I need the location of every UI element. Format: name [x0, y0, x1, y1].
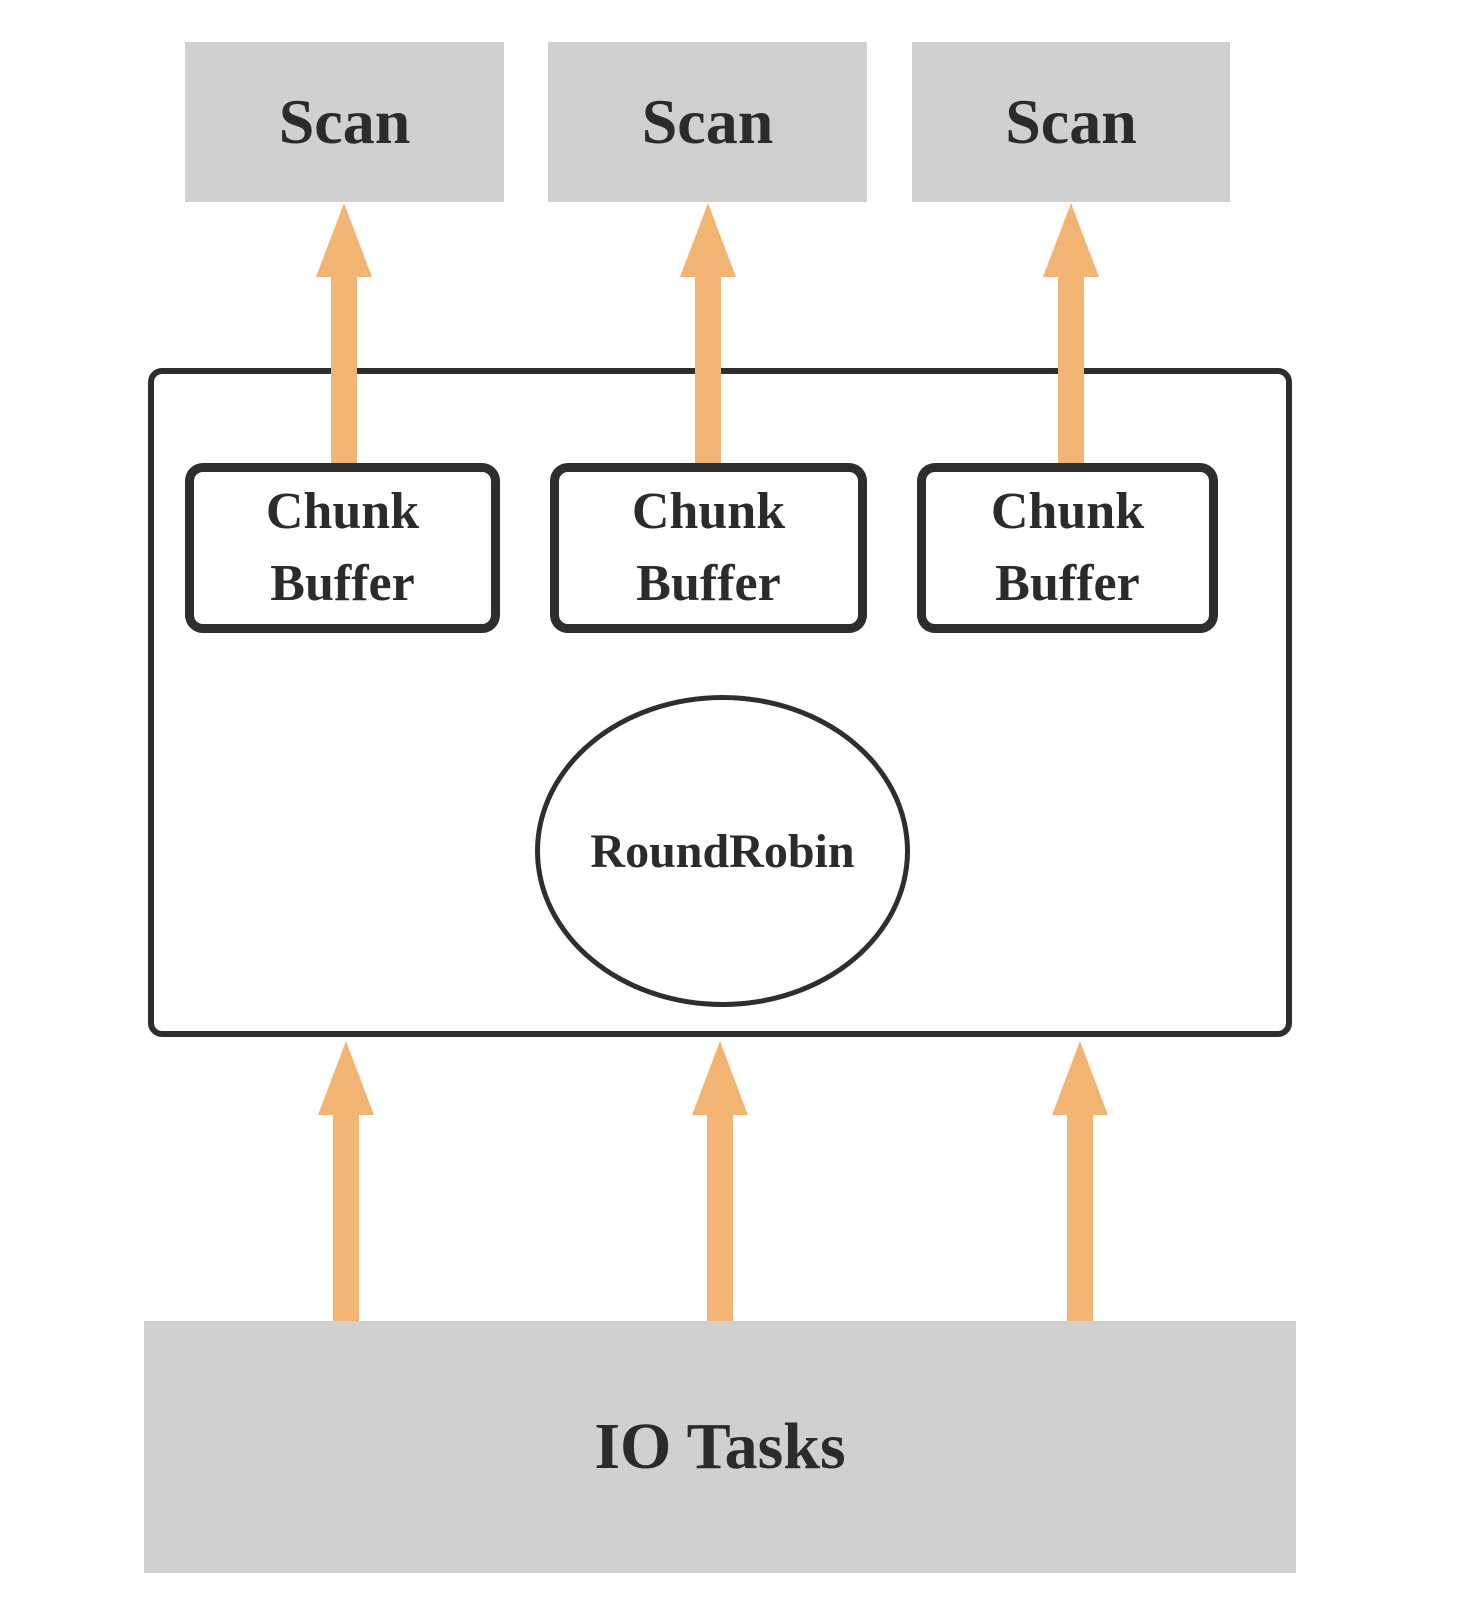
roundrobin-scheduler-node: RoundRobin	[535, 695, 910, 1007]
scan-node-2-label: Scan	[641, 86, 774, 157]
chunk-buffer-node-3: Chunk Buffer	[917, 463, 1218, 633]
arrow-shaft	[1058, 277, 1084, 464]
scan-node-2: Scan	[548, 42, 867, 202]
arrow-head	[1043, 203, 1099, 277]
arrow-shaft	[1067, 1115, 1093, 1323]
roundrobin-label: RoundRobin	[590, 824, 855, 878]
arrow-shaft	[707, 1115, 733, 1323]
arrow-head	[680, 203, 736, 277]
arrow-shaft	[695, 277, 721, 464]
chunk-buffer-2-label: Chunk Buffer	[631, 483, 786, 612]
arrow-shaft	[333, 1115, 359, 1323]
scan-node-1-label: Scan	[278, 86, 411, 157]
chunk-buffer-3-label: Chunk Buffer	[990, 483, 1145, 612]
arrow-head	[1052, 1041, 1108, 1115]
chunk-buffer-node-1: Chunk Buffer	[185, 463, 500, 633]
io-tasks-label: IO Tasks	[594, 1410, 846, 1483]
chunk-buffer-1-label: Chunk Buffer	[265, 483, 420, 612]
scan-node-1: Scan	[185, 42, 504, 202]
arrow-shaft	[331, 277, 357, 464]
chunk-buffer-node-2: Chunk Buffer	[550, 463, 867, 633]
up-arrow-buffer2-to-scan2-icon	[680, 203, 736, 464]
scan-node-3-label: Scan	[1005, 86, 1137, 157]
up-arrow-buffer3-to-scan3-icon	[1043, 203, 1099, 464]
arrow-head	[692, 1041, 748, 1115]
io-tasks-node: IO Tasks	[144, 1321, 1296, 1573]
up-arrow-io-to-pool-1-icon	[318, 1041, 374, 1323]
up-arrow-buffer1-to-scan1-icon	[316, 203, 372, 464]
up-arrow-io-to-pool-2-icon	[692, 1041, 748, 1323]
arrow-head	[316, 203, 372, 277]
arrow-head	[318, 1041, 374, 1115]
scan-node-3: Scan	[912, 42, 1230, 202]
up-arrow-io-to-pool-3-icon	[1052, 1041, 1108, 1323]
